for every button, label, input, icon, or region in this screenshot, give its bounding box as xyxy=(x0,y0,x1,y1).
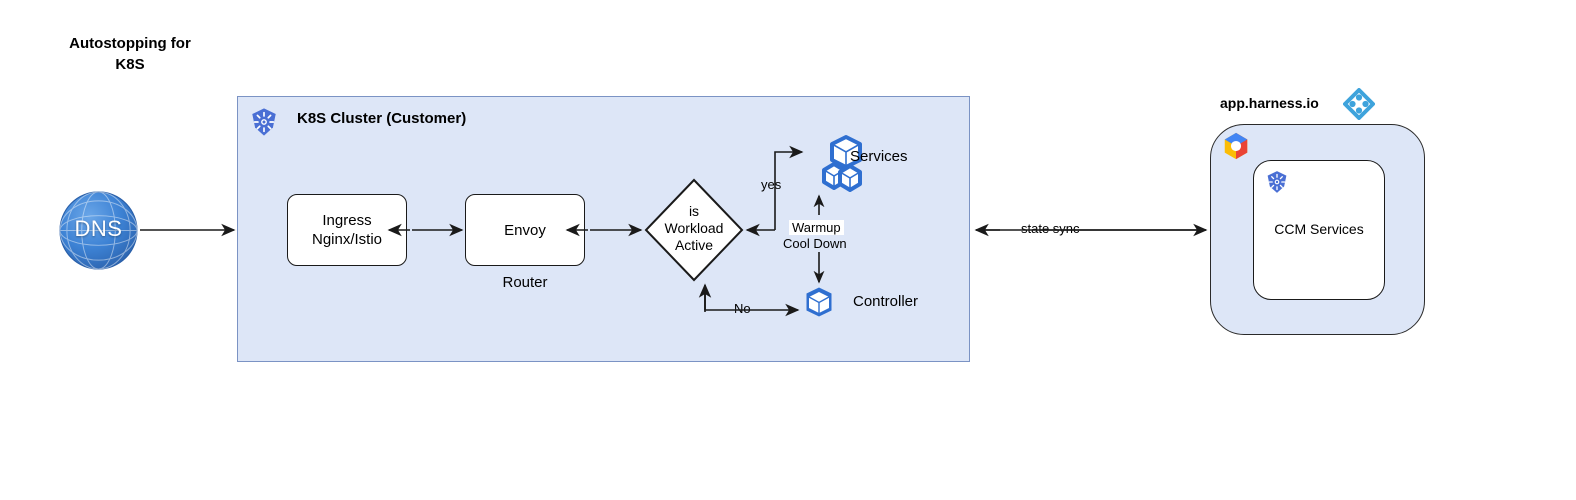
no-edge-label: No xyxy=(734,301,751,316)
k8s-cluster-title: K8S Cluster (Customer) xyxy=(297,110,467,127)
decision-diamond[interactable] xyxy=(644,178,744,282)
ccm-services-box[interactable] xyxy=(1253,160,1385,300)
decision-label: is Workload Active xyxy=(664,203,724,253)
services-icon[interactable] xyxy=(806,134,868,196)
envoy-node[interactable]: Envoy xyxy=(465,194,585,266)
kubernetes-icon xyxy=(1267,171,1287,193)
google-cloud-icon xyxy=(1224,132,1248,160)
ingress-node[interactable]: Ingress Nginx/Istio xyxy=(287,194,407,266)
controller-label: Controller xyxy=(853,293,919,310)
ccm-services-label: CCM Services xyxy=(1274,221,1364,237)
dns-globe-icon[interactable] xyxy=(59,191,138,270)
harness-title: app.harness.io xyxy=(1220,95,1319,111)
state-sync-edge-label: state sync xyxy=(1019,221,1082,236)
kubernetes-icon xyxy=(252,108,276,136)
yes-edge-label: yes xyxy=(761,177,782,192)
page-title: Autostopping for K8S xyxy=(69,35,191,73)
cooldown-edge-label: Cool Down xyxy=(783,236,847,251)
router-label: Router xyxy=(502,274,548,291)
controller-icon[interactable] xyxy=(803,286,835,318)
harness-logo-icon xyxy=(1343,88,1375,120)
warmup-edge-label: Warmup xyxy=(789,220,844,235)
services-label: Services xyxy=(850,148,908,165)
